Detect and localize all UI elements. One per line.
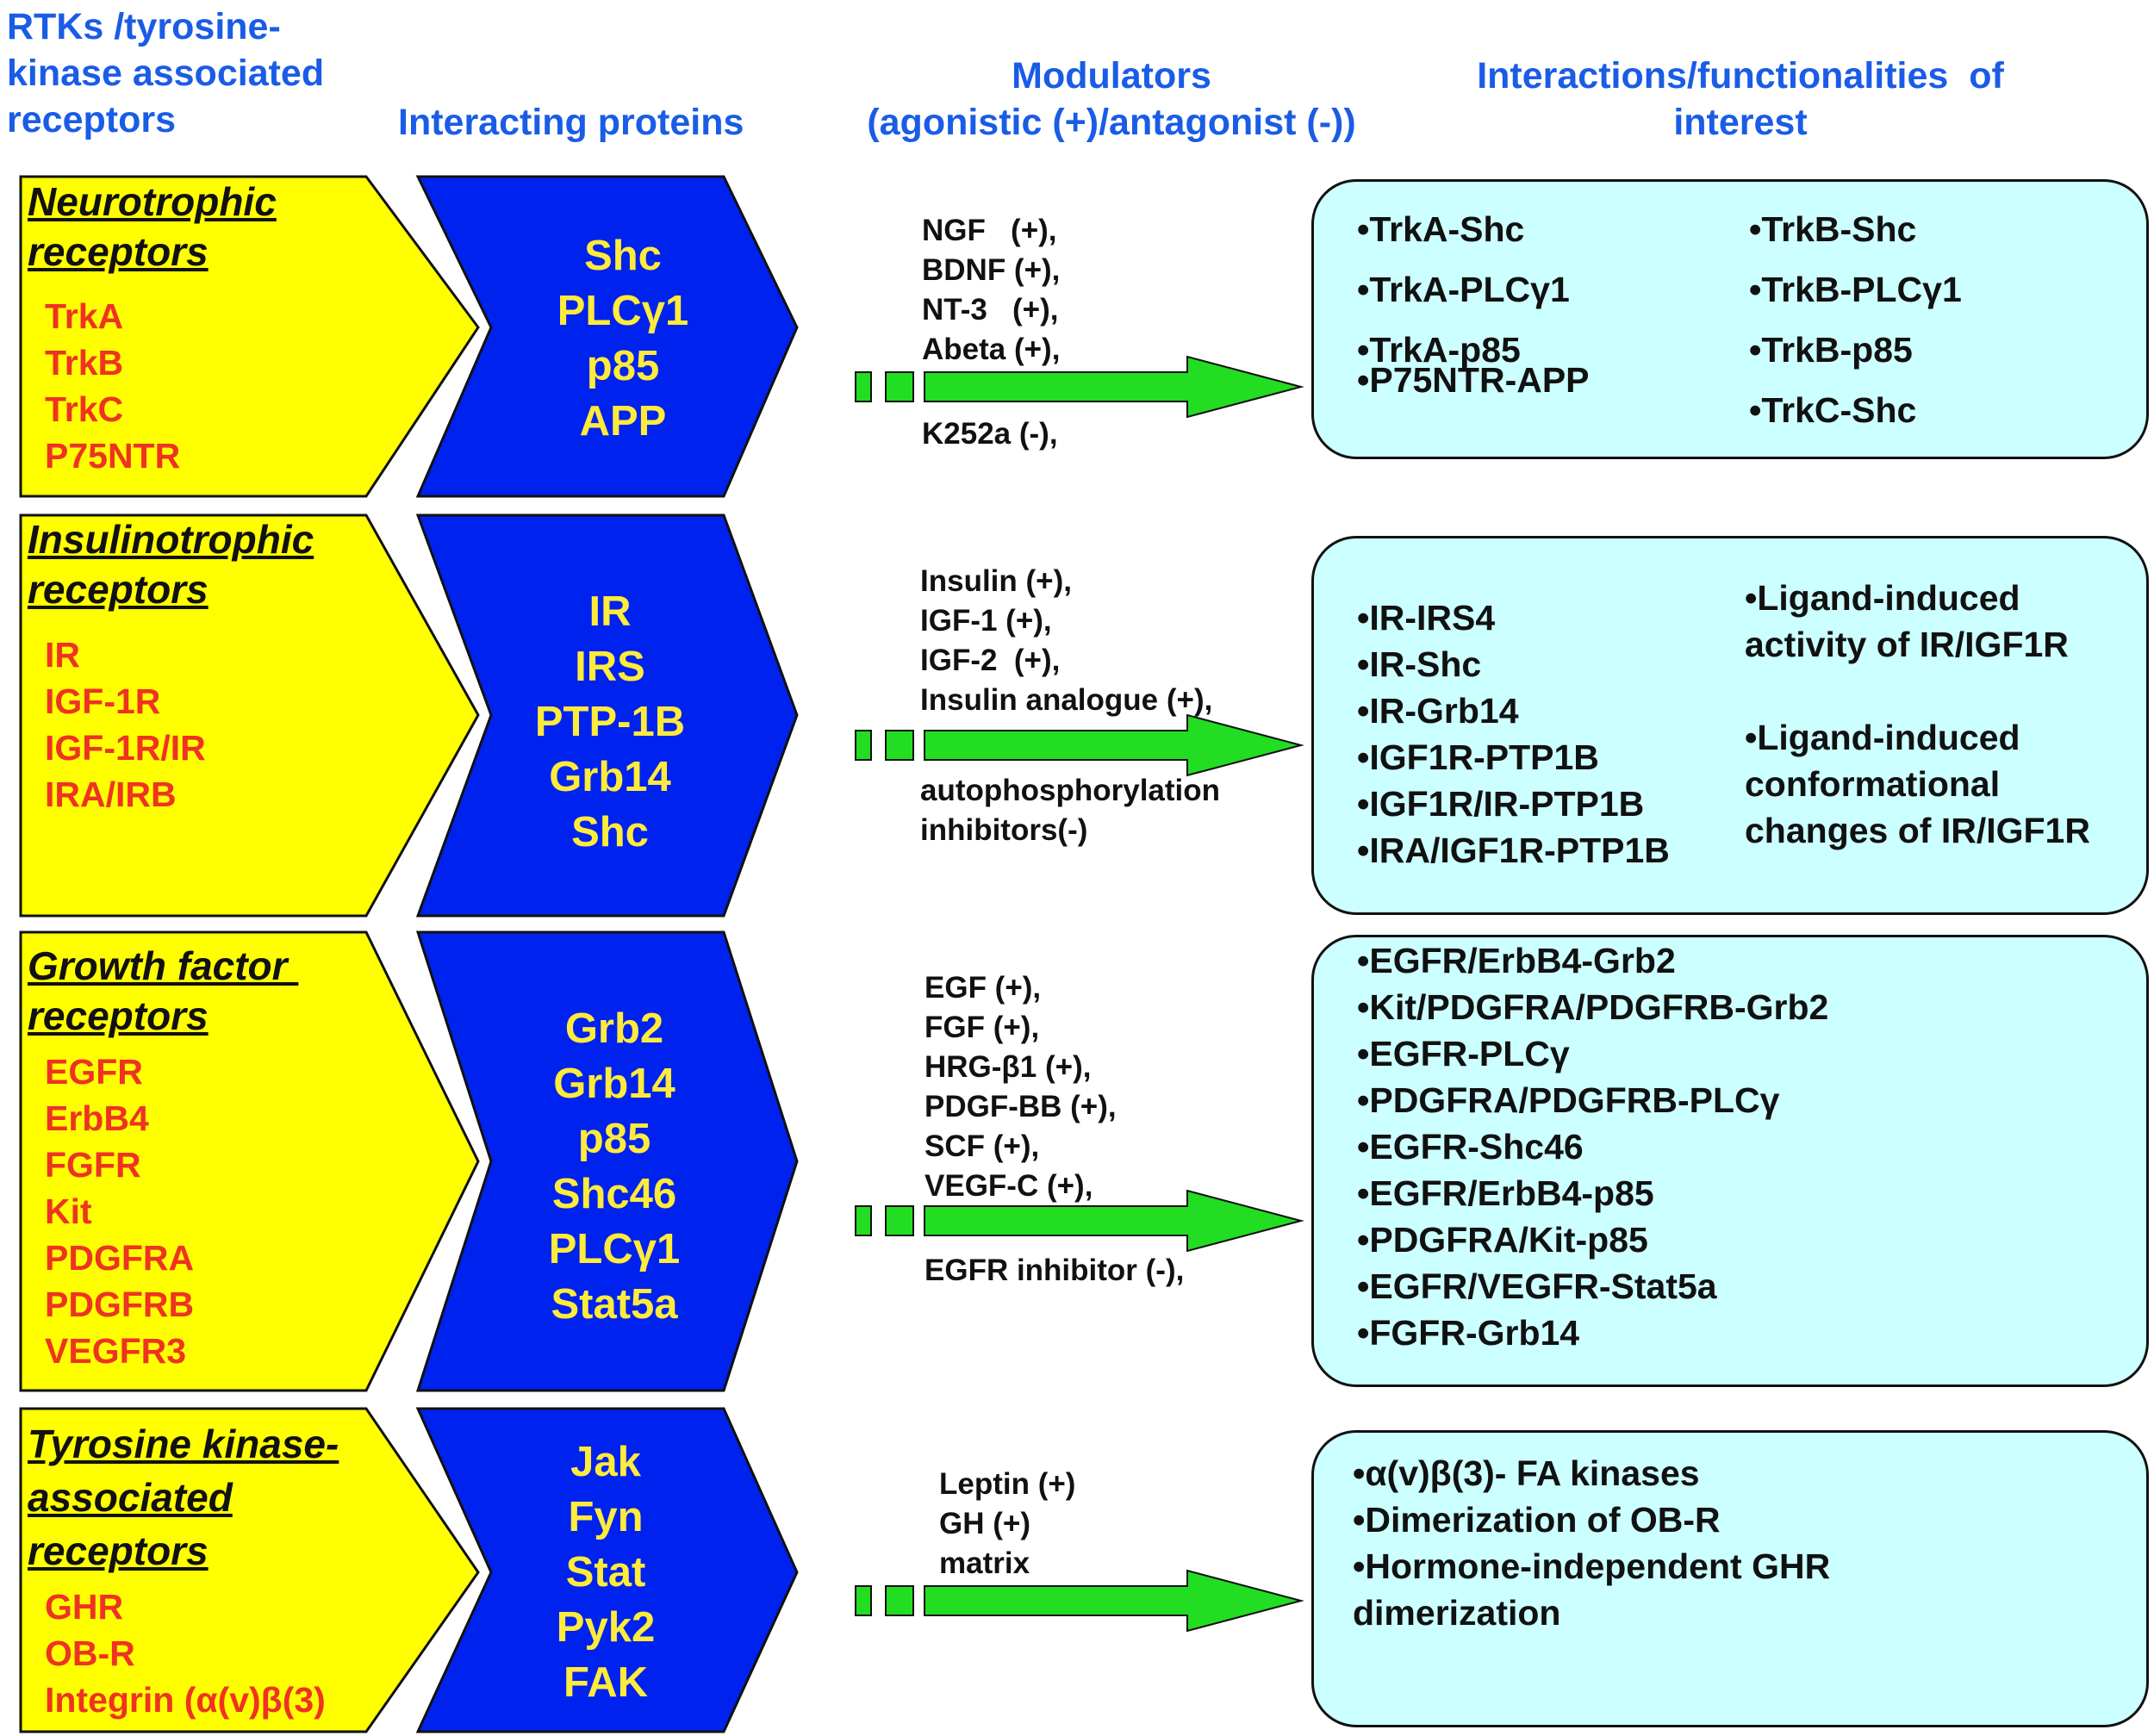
modulators-antagonists: autophosphorylation inhibitors(-) <box>920 774 1221 847</box>
arrow-3 <box>924 1189 1304 1253</box>
protein-item: Shc <box>584 233 662 279</box>
receptor-list: IR IGF-1R IGF-1R/IR IRA/IRB <box>45 632 206 818</box>
header-receptors: RTKs /tyrosine- kinase associated recept… <box>7 6 325 140</box>
receptor-item: TrkC <box>45 389 124 429</box>
arrow-4 <box>924 1569 1304 1633</box>
protein-item: APP <box>579 398 667 445</box>
receptor-list: EGFR ErbB4 FGFR Kit PDGFRA PDGFRB VEGFR3 <box>45 1048 194 1374</box>
protein-item: Jak <box>570 1439 641 1485</box>
receptor-item: Integrin (α(v)β(3) <box>45 1680 326 1720</box>
receptor-item: PDGFRA <box>45 1238 195 1278</box>
protein-item: Shc46 <box>551 1171 677 1217</box>
protein-item: FAK <box>563 1659 648 1706</box>
protein-item: Grb14 <box>549 754 671 800</box>
arrow-dash-4b <box>885 1585 914 1616</box>
arrow-dash-1a <box>855 371 872 402</box>
category-title: Insulinotrophic receptors <box>28 517 314 612</box>
receptor-item: FGFR <box>45 1145 141 1185</box>
modulators-agonists: Insulin (+), IGF-1 (+), IGF-2 (+), Insul… <box>920 564 1213 717</box>
protein-list: Shc PLCγ1 p85 APP <box>485 228 761 449</box>
interactions-left: •TrkA-Shc •TrkA-PLCγ1 •TrkA-p85 •P75NTR-… <box>1357 209 1590 400</box>
protein-list: IR IRS PTP-1B Grb14 Shc <box>472 584 748 860</box>
category-box-insulinotrophic <box>19 513 480 918</box>
category-box-growth-factor <box>19 930 480 1392</box>
receptor-item: IRA/IRB <box>45 775 177 814</box>
protein-chevron-neurotrophic <box>415 175 799 498</box>
interactions-left: •α(v)β(3)- FA kinases •Dimerization of O… <box>1353 1453 1831 1633</box>
interaction-box: •EGFR/ErbB4-Grb2 •Kit/PDGFRA/PDGFRB-Grb2… <box>1311 935 2149 1387</box>
receptor-item: EGFR <box>45 1052 143 1092</box>
protein-item: Pyk2 <box>556 1604 656 1651</box>
interaction-box: •IR-IRS4 •IR-Shc •IR-Grb14 •IGF1R-PTP1B … <box>1311 536 2149 915</box>
modulators-antagonists: K252a (-), <box>922 417 1058 451</box>
category-box-neurotrophic <box>19 175 480 498</box>
protein-item: Stat5a <box>551 1281 678 1328</box>
interactions-left: •EGFR/ErbB4-Grb2 •Kit/PDGFRA/PDGFRB-Grb2… <box>1357 941 1829 1353</box>
protein-item: p85 <box>586 343 660 389</box>
arrow-dash-4a <box>855 1585 872 1616</box>
receptor-list: TrkA TrkB TrkC P75NTR <box>45 293 180 479</box>
protein-item: Grb2 <box>564 1005 664 1052</box>
modulators-agonists: Leptin (+) GH (+) matrix <box>939 1467 1076 1580</box>
protein-item: IRS <box>575 644 645 690</box>
receptor-list: GHR OB-R Integrin (α(v)β(3) <box>45 1584 326 1723</box>
category-title: Tyrosine kinase- associated receptors <box>28 1422 339 1573</box>
modulators-agonists: EGF (+), FGF (+), HRG-β1 (+), PDGF-BB (+… <box>924 971 1117 1203</box>
protein-item: PLCγ1 <box>548 1226 681 1272</box>
receptor-item: IGF-1R <box>45 681 161 721</box>
receptor-item: TrkA <box>45 296 124 336</box>
category-title: Neurotrophic receptors <box>28 179 277 274</box>
protein-list: Grb2 Grb14 p85 Shc46 PLCγ1 Stat5a <box>476 1001 752 1332</box>
protein-list: Jak Fyn Stat Pyk2 FAK <box>468 1434 744 1710</box>
category-box-tyrosine-kinase <box>19 1407 480 1733</box>
protein-item: Shc <box>571 809 649 856</box>
modulators-antagonists: EGFR inhibitor (-), <box>924 1254 1185 1287</box>
protein-chevron-insulinotrophic <box>415 513 799 918</box>
receptor-item: IR <box>45 635 80 675</box>
arrow-dash-3b <box>885 1205 914 1236</box>
interaction-box: •α(v)β(3)- FA kinases •Dimerization of O… <box>1311 1430 2149 1727</box>
protein-chevron-growth-factor <box>415 930 799 1392</box>
arrow-1 <box>924 355 1304 419</box>
receptor-item: VEGFR3 <box>45 1331 187 1371</box>
interactions-right: •Ligand-induced activity of IR/IGF1R •Li… <box>1745 578 2090 850</box>
protein-item: Fyn <box>568 1494 644 1540</box>
interactions-left: •IR-IRS4 •IR-Shc •IR-Grb14 •IGF1R-PTP1B … <box>1357 598 1670 870</box>
receptor-item: TrkB <box>45 343 124 383</box>
receptor-item: Kit <box>45 1192 92 1231</box>
protein-item: Stat <box>565 1549 646 1596</box>
category-title: Growth factor receptors <box>28 943 288 1038</box>
receptor-item: ErbB4 <box>45 1098 149 1138</box>
protein-item: IR <box>588 588 632 635</box>
arrow-dash-3a <box>855 1205 872 1236</box>
arrow-dash-2b <box>885 730 914 761</box>
header-modulators: Modulators (agonistic (+)/antagonist (-)… <box>867 55 1356 143</box>
arrow-2 <box>924 713 1304 777</box>
protein-item: p85 <box>577 1116 651 1162</box>
arrow-dash-1b <box>885 371 914 402</box>
protein-item: PLCγ1 <box>557 288 689 334</box>
receptor-item: OB-R <box>45 1633 135 1673</box>
arrow-dash-2a <box>855 730 872 761</box>
header-interactions: Interactions/functionalities of interest <box>1477 55 2004 143</box>
protein-item: Grb14 <box>553 1061 675 1107</box>
header-interacting-proteins: Interacting proteins <box>398 102 744 143</box>
receptor-item: P75NTR <box>45 436 181 476</box>
receptor-item: GHR <box>45 1587 124 1627</box>
modulators-agonists: NGF (+), BDNF (+), NT-3 (+), Abeta (+), <box>922 214 1061 366</box>
protein-item: PTP-1B <box>534 699 686 745</box>
receptor-item: PDGFRB <box>45 1285 195 1324</box>
interaction-box: •TrkA-Shc •TrkA-PLCγ1 •TrkA-p85 •P75NTR-… <box>1311 179 2149 459</box>
interactions-right: •TrkB-Shc •TrkB-PLCγ1 •TrkB-p85 •TrkC-Sh… <box>1749 209 1962 430</box>
protein-chevron-tyrosine-kinase <box>415 1407 799 1733</box>
receptor-item: IGF-1R/IR <box>45 728 206 768</box>
